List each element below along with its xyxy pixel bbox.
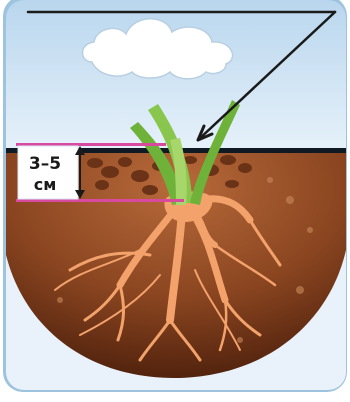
depth-unit-label: см: [34, 175, 57, 194]
depth-range-label: 3–5: [29, 154, 61, 174]
